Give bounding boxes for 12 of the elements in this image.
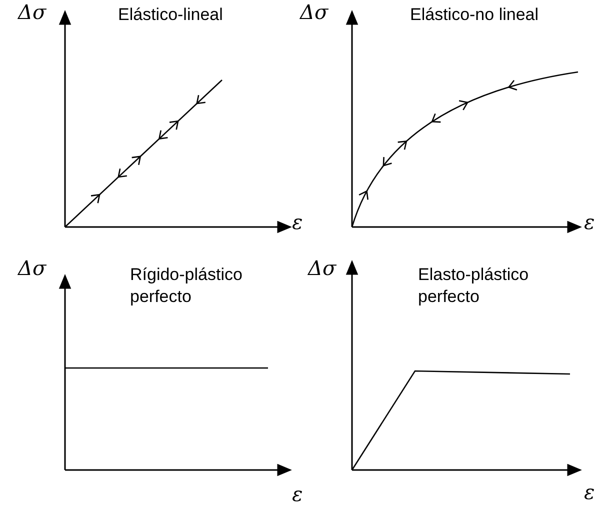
graph-title: Elasto-plástico perfecto: [418, 264, 530, 308]
axis-label: Δσ: [308, 258, 336, 278]
axis-label: Δσ: [18, 258, 46, 278]
axis-label: ε: [292, 484, 303, 504]
graph-title: Elástico-lineal: [118, 4, 223, 26]
axis-label: ε: [584, 212, 595, 232]
axis-label: Δσ: [18, 2, 46, 22]
graph-title: Rígido-plástico perfecto: [130, 264, 244, 308]
axis-label: ε: [584, 482, 595, 502]
axis-label: ε: [292, 212, 303, 232]
graph-title: Elástico-no lineal: [410, 4, 539, 26]
axis-label: Δσ: [300, 2, 328, 22]
